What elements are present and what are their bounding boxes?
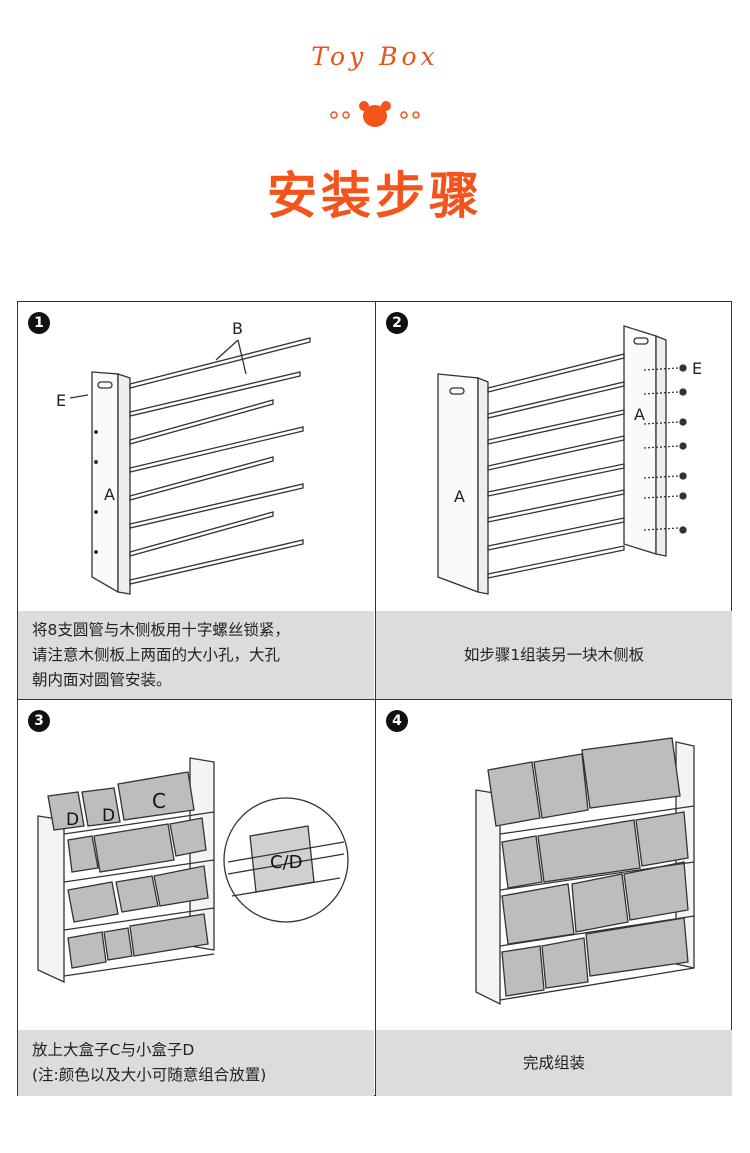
box-label-c: C: [152, 789, 166, 813]
page-title: 安装步骤: [267, 167, 483, 225]
caption-line: 放上大盒子C与小盒子D: [32, 1041, 195, 1059]
caption-line: 请注意木侧板上两面的大小孔，大孔: [32, 645, 281, 664]
step-number-badge: 2: [386, 312, 408, 334]
step-2-caption: 如步骤1组装另一块木侧板: [376, 611, 732, 699]
steps-grid: 1: [17, 301, 732, 1096]
step-2-diagram: E A A: [437, 325, 702, 595]
step-3-caption: 放上大盒子C与小盒子D (注:颜色以及大小可随意组合放置): [18, 1030, 374, 1096]
part-label-b: B: [232, 319, 243, 338]
caption-line: 完成组装: [522, 1053, 585, 1072]
step-number-badge: 3: [28, 710, 50, 732]
caption-line: (注:颜色以及大小可随意组合放置): [32, 1066, 267, 1084]
step-1-caption: 将8支圆管与木侧板用十字螺丝锁紧， 请注意木侧板上两面的大小孔，大孔 朝内面对圆…: [18, 611, 374, 699]
step-4-caption: 完成组装: [376, 1030, 732, 1096]
step-3-diagram: D D C C/D: [37, 757, 349, 984]
box-label-d2: D: [102, 806, 115, 826]
step-number-badge: 4: [386, 710, 408, 732]
part-label-e: E: [692, 359, 702, 378]
box-label-cd: C/D: [270, 852, 303, 873]
part-label-a-right: A: [634, 405, 645, 424]
part-label-a: A: [104, 485, 115, 504]
bear-divider-icon: [330, 101, 420, 127]
step-4-diagram: [475, 737, 695, 1006]
box-label-d1: D: [66, 810, 79, 830]
part-label-e: E: [56, 391, 66, 410]
caption-line: 将8支圆管与木侧板用十字螺丝锁紧，: [32, 620, 290, 639]
grid-divider-horizontal: [18, 699, 731, 700]
caption-line: 朝内面对圆管安装。: [32, 670, 172, 689]
grid-divider-vertical: [375, 302, 376, 1095]
brand-logo: Toy Box: [311, 42, 439, 71]
step-number-badge: 1: [28, 312, 50, 334]
step-1-diagram: B E A: [56, 319, 311, 595]
caption-line: 如步骤1组装另一块木侧板: [463, 645, 645, 664]
part-label-a-left: A: [454, 487, 465, 506]
